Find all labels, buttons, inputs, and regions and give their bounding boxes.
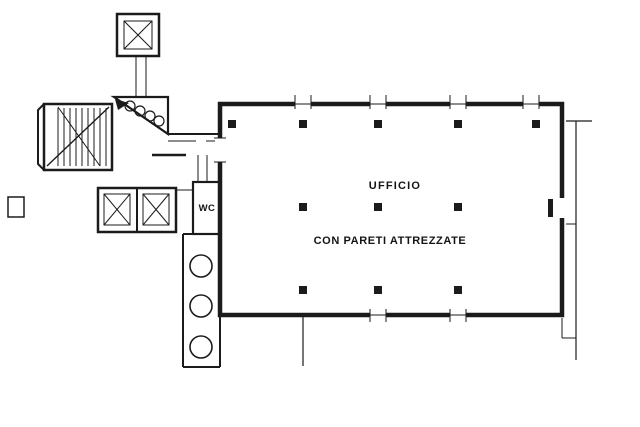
stairwell <box>37 102 114 172</box>
left-annex-box <box>7 196 25 218</box>
elevator-shaft-top <box>115 12 161 97</box>
main-room-subtitle: CON PARETI ATTREZZATE <box>314 235 467 247</box>
column-bay <box>182 233 221 368</box>
site-boundary <box>302 120 592 366</box>
round-column <box>189 254 213 278</box>
corridor-walls <box>152 133 218 182</box>
square-pillars <box>228 120 540 294</box>
round-column <box>189 335 213 359</box>
round-column <box>189 294 213 318</box>
flue-triangle <box>110 95 170 137</box>
window-openings-top <box>294 95 540 109</box>
window-openings-bottom <box>369 309 467 322</box>
flue-tip-solid <box>115 99 129 110</box>
elevator-shafts-mid <box>96 186 193 234</box>
main-room-title: UFFICIO <box>369 180 421 192</box>
main-room <box>214 95 565 322</box>
right-wall-niche <box>548 198 565 218</box>
wc-label: WC <box>199 203 216 214</box>
door-opening-left <box>214 137 226 163</box>
